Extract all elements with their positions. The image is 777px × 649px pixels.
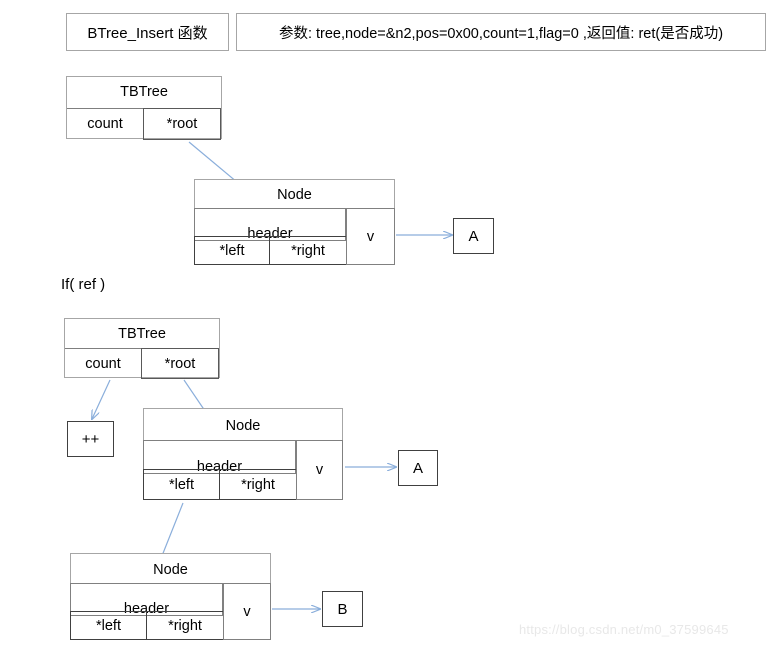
node-left-label-top: *left (219, 242, 245, 259)
node-header-cell-top: header (194, 208, 346, 242)
function-name-box: BTree_Insert 函数 (66, 13, 229, 51)
value-box-b-label: B (337, 600, 348, 618)
increment-box: ++ (67, 421, 114, 457)
tbtree-root-cell-top: *root (143, 107, 221, 140)
value-box-a-bottom: A (398, 450, 438, 486)
tbtree-title-top: TBTree (67, 77, 221, 109)
function-params-box: 参数: tree,node=&n2,pos=0x00,count=1,flag=… (236, 13, 766, 51)
if-ref-label: If( ref ) (61, 276, 106, 293)
value-box-a-top-label: A (468, 227, 479, 245)
arrow-count-to-increment (92, 379, 111, 419)
node-value-label-child: v (243, 603, 251, 620)
node-value-cell-top: v (346, 208, 395, 265)
value-box-a-top: A (453, 218, 494, 254)
tbtree-struct-top: TBTree count *root (66, 76, 222, 140)
node-right-label-root: *right (241, 476, 275, 493)
node-struct-root: Node (143, 408, 343, 500)
node-right-cell-child: *right (146, 611, 224, 640)
node-value-label-root: v (315, 462, 324, 478)
node-right-label-top: *right (291, 242, 325, 259)
node-left-cell-top: *left (194, 236, 270, 265)
node-left-label-child: *left (96, 617, 121, 634)
watermark-text: https://blog.csdn.net/m0_37599645 (519, 622, 729, 637)
node-header-label-child: header (123, 601, 170, 617)
node-value-cell-child: v (223, 583, 271, 640)
node-header-label-top: header (247, 226, 293, 242)
node-right-cell-top: *right (269, 236, 347, 265)
function-name-label: BTree_Insert 函数 (87, 24, 208, 42)
node-left-label-root: *left (169, 476, 194, 493)
tbtree-count-cell-top: count (67, 108, 144, 139)
node-title-child: Node (153, 562, 188, 578)
tbtree-struct-bottom: TBTree count *root (64, 318, 220, 379)
node-left-cell-child: *left (70, 611, 147, 640)
node-value-label-top: v (366, 228, 375, 245)
node-header-label-root: header (196, 459, 243, 475)
node-value-cell-root: v (296, 440, 343, 500)
increment-box-label: ++ (81, 430, 100, 448)
tbtree-title-bottom: TBTree (65, 319, 219, 349)
node-left-cell-root: *left (143, 469, 220, 500)
node-title-root: Node (225, 417, 261, 434)
tbtree-root-cell-bottom: *root (141, 348, 219, 379)
node-right-cell-root: *right (219, 469, 297, 500)
node-right-label-child: *right (168, 617, 202, 634)
value-box-a-bottom-label: A (412, 459, 423, 477)
tbtree-count-cell-bottom: count (65, 349, 142, 378)
node-title-top: Node (277, 187, 312, 203)
function-params-label: 参数: tree,node=&n2,pos=0x00,count=1,flag=… (278, 25, 724, 42)
value-box-b: B (322, 591, 363, 627)
